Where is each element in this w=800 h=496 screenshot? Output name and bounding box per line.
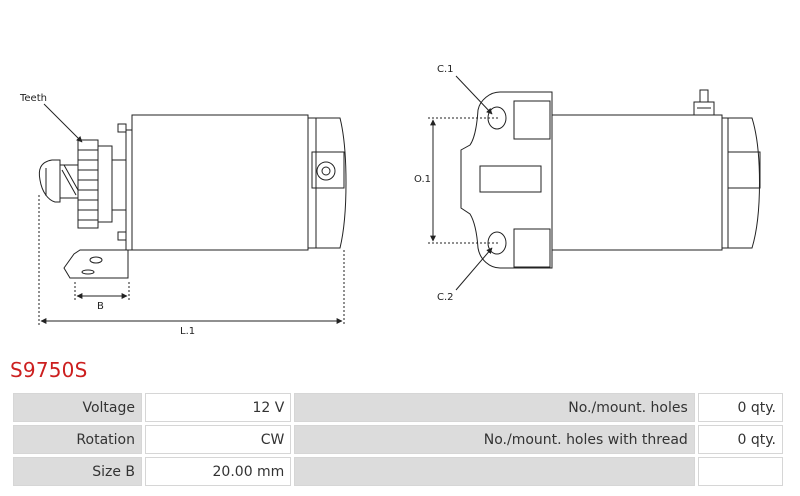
label-b: B (97, 301, 104, 312)
table-row: Rotation CW No./mount. holes with thread… (13, 425, 783, 454)
rear-cap (308, 117, 347, 249)
terminal-nut (316, 161, 336, 181)
c2-leader (455, 247, 493, 291)
spec-label: No./mount. holes (294, 393, 695, 422)
label-o1: O.1 (414, 174, 431, 185)
table-row: Size B 20.00 mm (13, 457, 783, 486)
spec-label: Size B (13, 457, 142, 486)
flange-plate (460, 91, 553, 269)
end-view (428, 75, 761, 291)
pinion-gear (77, 139, 99, 229)
center-slot (479, 165, 542, 193)
label-teeth: Teeth (19, 93, 47, 104)
spec-label: Rotation (13, 425, 142, 454)
starter-technical-drawing: Teeth B L.1 C.1 O.1 C.2 (19, 64, 761, 337)
spec-value (697, 457, 783, 486)
c1-leader (455, 75, 493, 115)
table-row: Voltage 12 V No./mount. holes 0 qty. (13, 393, 783, 422)
spec-label: No./mount. holes with thread (294, 425, 695, 454)
side-view (38, 103, 347, 325)
nose-cap (38, 159, 61, 203)
product-code: S9750S (10, 358, 88, 382)
specs-table: Voltage 12 V No./mount. holes 0 qty. Rot… (10, 390, 786, 489)
spec-value: 12 V (144, 393, 292, 422)
spec-value: 0 qty. (697, 393, 783, 422)
motor-body (131, 114, 309, 251)
dim-b-line (74, 282, 130, 300)
drive-shaft (60, 164, 79, 199)
spec-label (294, 457, 695, 486)
spec-label: Voltage (13, 393, 142, 422)
teeth-leader (43, 103, 83, 143)
spec-value: CW (144, 425, 292, 454)
spec-value: 0 qty. (697, 425, 783, 454)
label-c2: C.2 (437, 292, 454, 303)
spec-value: 20.00 mm (144, 457, 292, 486)
label-l1: L.1 (180, 326, 195, 337)
label-c1: C.1 (437, 64, 454, 75)
mounting-bracket (63, 249, 129, 279)
motor-body-end (551, 114, 723, 251)
front-plate (125, 129, 133, 251)
